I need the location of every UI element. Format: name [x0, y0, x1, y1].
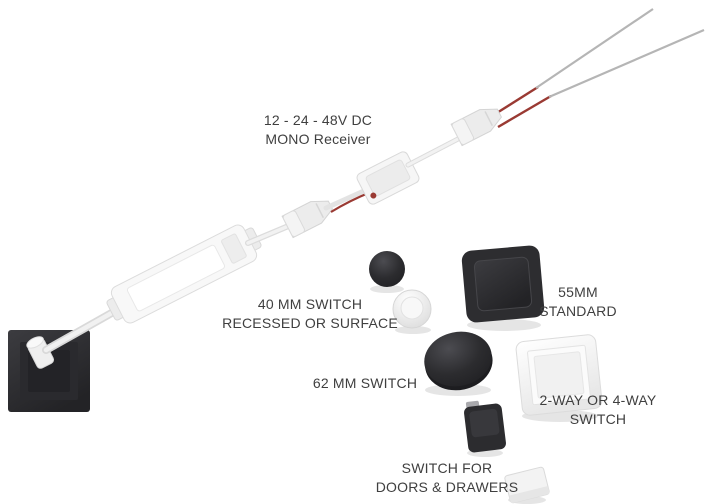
- label-mono-receiver-line1: 12 - 24 - 48V DC: [263, 112, 373, 128]
- wire-silver-1: [535, 8, 654, 89]
- driver-label-area: [126, 244, 226, 312]
- wire-red-2: [497, 94, 552, 129]
- label-switch-40mm-line2: RECESSED OR SURFACE: [222, 315, 398, 331]
- switch-55mm-standard: [461, 245, 545, 331]
- label-switch-55mm: 55MM STANDARD: [539, 283, 617, 321]
- led-driver-module: [106, 224, 262, 324]
- label-switch-40mm: 40 MM SWITCH RECESSED OR SURFACE: [222, 295, 398, 333]
- label-switch-multiway-line1: 2-WAY OR 4-WAY: [539, 392, 657, 408]
- label-mono-receiver-line2: MONO Receiver: [265, 131, 371, 147]
- mono-receiver-module: [356, 151, 420, 205]
- wire-red-1: [491, 85, 539, 118]
- label-switch-40mm-line1: 40 MM SWITCH: [257, 296, 363, 312]
- label-switch-doors-line1: SWITCH FOR: [401, 460, 493, 476]
- receiver-assembly: [8, 8, 705, 412]
- recessed-switch-plate: [8, 330, 90, 412]
- switch-62mm: [424, 331, 493, 396]
- label-switch-multiway: 2-WAY OR 4-WAY SWITCH: [540, 391, 657, 429]
- label-mono-receiver: 12 - 24 - 48V DC MONO Receiver: [264, 111, 372, 149]
- label-switch-doors: SWITCH FOR DOORS & DRAWERS: [376, 459, 519, 497]
- switch-2way-4way: [515, 334, 603, 422]
- label-switch-62mm-line1: 62 MM SWITCH: [312, 375, 418, 391]
- label-switch-doors-line2: DOORS & DRAWERS: [375, 479, 519, 495]
- wire-silver-2: [548, 28, 705, 99]
- switch-doors-drawers: [464, 400, 506, 457]
- drawer-switch-actuator: [504, 466, 550, 504]
- label-switch-multiway-line2: SWITCH: [569, 411, 627, 427]
- label-switch-62mm: 62 MM SWITCH: [313, 374, 417, 393]
- cable-segment-3: [323, 187, 369, 211]
- switch-40mm-black: [369, 251, 405, 293]
- cable-connector-lower: [281, 200, 334, 239]
- red-wire-entry: [370, 192, 377, 199]
- cable-connector-upper: [450, 108, 503, 147]
- switch-40mm-white: [392, 289, 432, 334]
- label-switch-55mm-line1: 55MM: [558, 284, 598, 300]
- label-switch-55mm-line2: STANDARD: [539, 303, 617, 319]
